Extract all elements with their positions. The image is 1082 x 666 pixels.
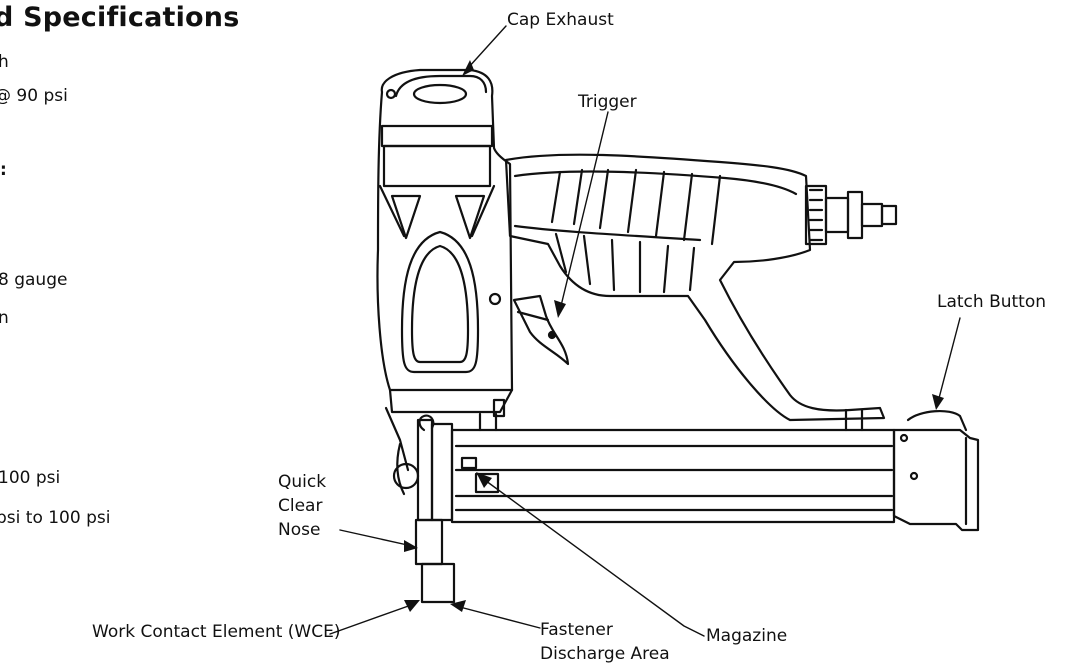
spec-line-2: @ 90 psi [0, 86, 68, 106]
spec-line-5: n [0, 308, 9, 328]
leader-trigger [559, 111, 609, 311]
spec-line-3: : [0, 160, 7, 180]
handle [504, 153, 886, 422]
label-discharge-area: Discharge Area [540, 644, 670, 664]
leader-wce [329, 603, 415, 635]
leader-arrowheads [404, 60, 944, 612]
label-trigger: Trigger [578, 92, 637, 112]
magazine-shape [450, 408, 980, 532]
trigger-shape [512, 294, 570, 366]
label-magazine: Magazine [706, 626, 788, 646]
leader-fastener-discharge [455, 605, 541, 629]
air-fitting [804, 184, 898, 246]
leader-cap-exhaust [467, 25, 507, 69]
label-fastener: Fastener [540, 620, 613, 640]
leader-quick-clear-nose [339, 529, 413, 547]
leader-lines [329, 25, 961, 637]
label-quick: Quick [278, 472, 327, 492]
leader-latch-button [937, 317, 961, 403]
motor-housing [376, 68, 514, 414]
label-fastener-discharge: Fastener Discharge Area [540, 618, 670, 666]
label-cap-exhaust: Cap Exhaust [507, 10, 614, 30]
label-latch-button: Latch Button [937, 292, 1047, 312]
spec-line-6: 100 psi [0, 468, 61, 488]
label-nose: Nose [278, 520, 321, 540]
spec-line-7: psi to 100 psi [0, 508, 111, 528]
label-clear: Clear [278, 496, 323, 516]
nose-assembly [384, 398, 506, 604]
label-wce: Work Contact Element (WCE) [92, 622, 341, 642]
spec-line-1: h [0, 52, 9, 72]
spec-line-4: 8 gauge [0, 270, 68, 290]
label-quick-clear-nose: Quick Clear Nose [278, 470, 326, 542]
leader-magazine [481, 477, 705, 637]
specifications-heading: d Specifications [0, 2, 240, 33]
